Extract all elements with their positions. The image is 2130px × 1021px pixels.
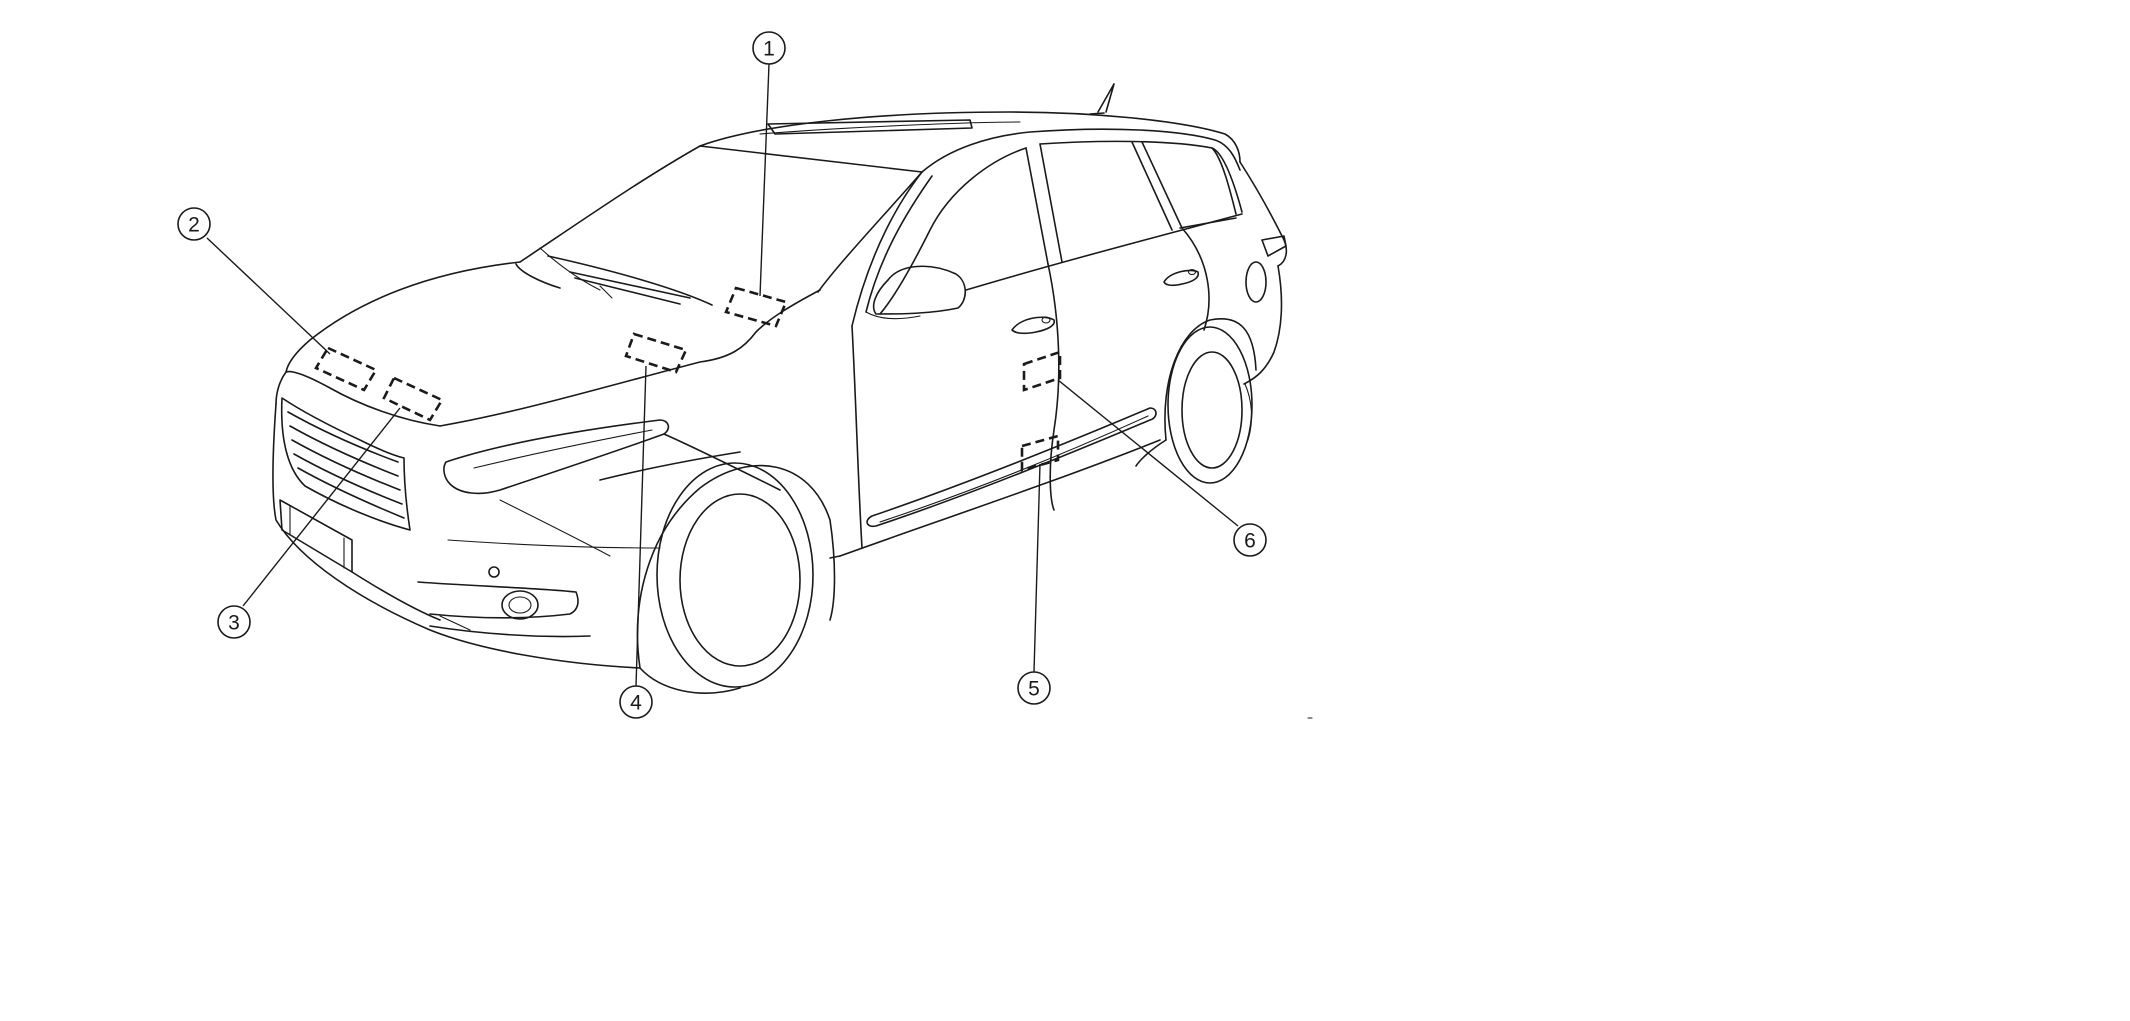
leader-line-4 [635,365,647,687]
vehicle-label-locations-diagram: 1 2 3 4 5 6 [177,31,1313,719]
leader-line-6 [1057,379,1239,527]
label-location-4 [624,332,688,374]
vehicle-outline [272,83,1313,719]
callouts: 1 2 3 4 5 6 [177,31,1267,719]
callout-4: 4 [619,685,653,719]
callout-5: 5 [1017,671,1051,705]
callout-number: 6 [1244,530,1256,553]
callout-number: 1 [763,38,775,61]
callout-3: 3 [217,605,251,639]
leader-line-3 [242,407,401,607]
callout-number: 5 [1028,678,1040,701]
callout-2: 2 [177,207,211,241]
callout-1: 1 [752,31,786,65]
label-location-1 [724,286,788,328]
callout-number: 3 [228,612,240,635]
leader-line-2 [206,237,331,355]
leader-lines [206,63,1239,687]
label-location-6 [1022,350,1062,392]
leader-line-5 [1033,463,1041,673]
callout-number: 2 [188,214,200,237]
callout-6: 6 [1233,523,1267,557]
label-location-3 [382,376,444,422]
leader-line-1 [759,63,770,297]
label-location-5 [1020,434,1060,472]
label-location-2 [314,346,378,392]
label-locations [314,286,1062,472]
callout-number: 4 [630,692,642,715]
